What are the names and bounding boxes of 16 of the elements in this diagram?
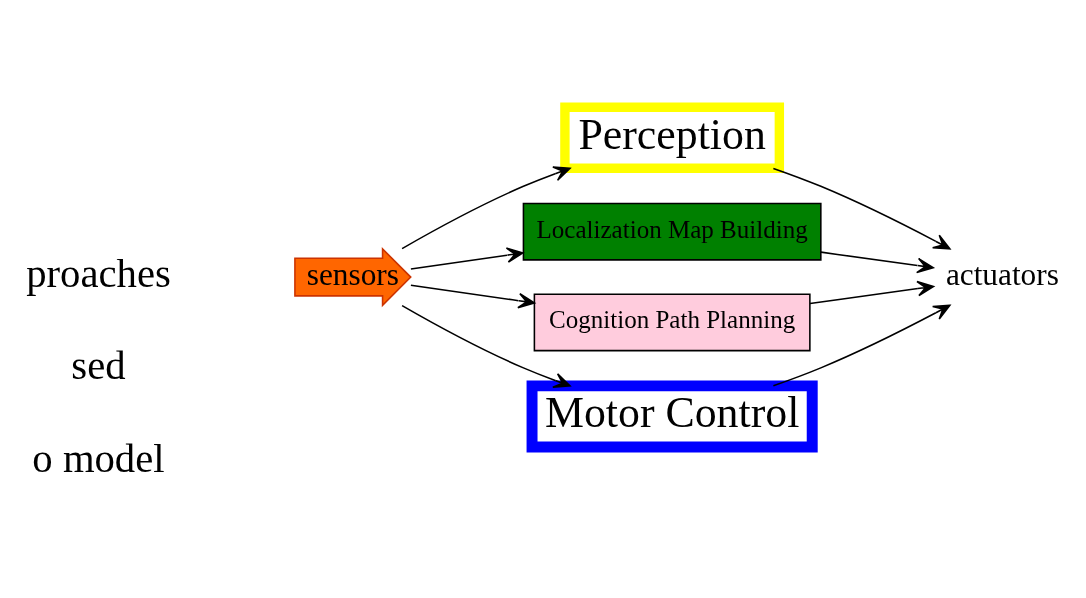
- arrow: [809, 280, 935, 305]
- arrow: [820, 251, 934, 274]
- node-box: Motor Control: [526, 380, 818, 453]
- label: sed: [71, 343, 126, 389]
- node-box: Cognition Path Planning: [533, 293, 811, 352]
- arrow: [410, 247, 524, 270]
- node-text: actuators: [945, 256, 1059, 292]
- node-box: Perception: [560, 102, 785, 173]
- node-box: Localization Map Building: [522, 202, 822, 261]
- arrow: [772, 167, 951, 250]
- label: proaches: [26, 250, 171, 296]
- arrow: [401, 166, 571, 250]
- label: o model: [32, 435, 165, 481]
- arrow: [772, 304, 951, 387]
- arrow: [410, 284, 536, 309]
- arrow: [401, 304, 571, 388]
